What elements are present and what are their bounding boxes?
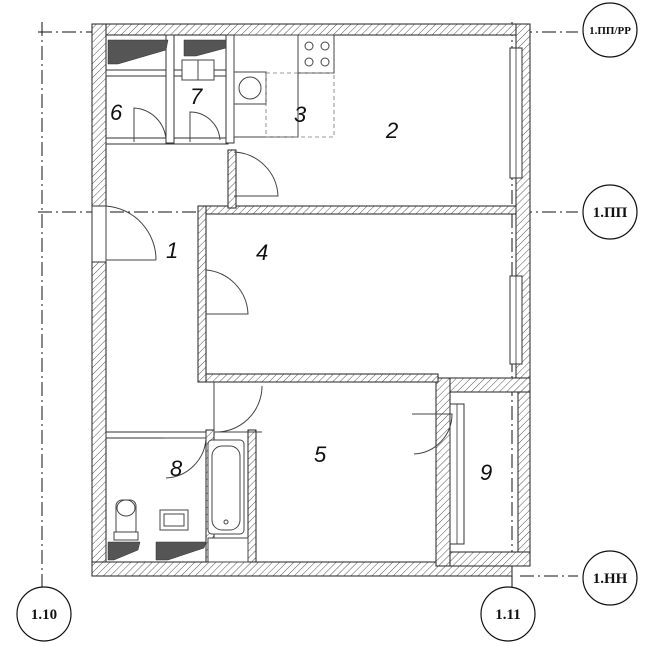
room-number: 5 — [314, 442, 327, 467]
entrance-door-swing — [105, 205, 157, 261]
shelf-mark-4 — [155, 541, 207, 561]
wall-left-lower — [91, 261, 107, 577]
axis-label-1-10: 1.10 — [31, 607, 57, 623]
room-number: 4 — [256, 240, 268, 265]
axis-label-1-11: 1.11 — [495, 607, 520, 623]
shelf-mark-2 — [183, 39, 227, 57]
wall-balcony-right — [517, 391, 531, 553]
shelf-marks — [107, 39, 227, 561]
room-number: 9 — [480, 460, 492, 485]
axis-label-nn: 1.НН — [593, 571, 628, 587]
drain-icon — [223, 519, 229, 525]
sink-icon — [238, 76, 262, 100]
shelf-mark-3 — [107, 541, 141, 561]
axis-bubble-1-11 — [480, 586, 536, 642]
wall-top — [91, 23, 531, 36]
wall-closet-right — [225, 34, 235, 144]
balcony-door — [412, 413, 453, 455]
stove — [297, 34, 335, 74]
kitchen-door — [233, 151, 279, 197]
room-number: 1 — [166, 238, 178, 263]
burner-icon — [304, 41, 314, 51]
windows — [91, 47, 523, 545]
axis-bubble-1-10 — [16, 586, 72, 642]
wall-left-upper — [91, 23, 107, 207]
axis-bubble-pp — [582, 184, 638, 240]
burner-icon — [320, 41, 330, 51]
closet7-fixtures — [181, 59, 215, 81]
wall-room4-top — [197, 205, 517, 215]
room-labels: 1 2 3 4 5 6 7 8 9 — [110, 84, 492, 485]
axis-bubble-pp-rr — [582, 2, 638, 58]
toilet-bowl — [116, 499, 136, 517]
kitchen-fixtures — [233, 34, 335, 138]
wall-balcony-bottom — [449, 551, 531, 567]
room5-door — [213, 382, 263, 433]
wall-room4-left — [197, 205, 207, 383]
room-number: 7 — [190, 84, 203, 109]
entrance-opening — [91, 205, 107, 263]
bath-ledge — [207, 537, 249, 563]
axis-bubbles: 1.10 1.11 1.ПП/РР 1.ПП 1.НН — [16, 2, 638, 642]
closet7-door — [189, 111, 221, 142]
wall-bath-right — [247, 429, 257, 563]
bathroom-fixtures — [113, 439, 249, 563]
wall-closet-divider — [165, 34, 175, 144]
wall-balcony-left — [435, 377, 451, 567]
room-number: 2 — [385, 118, 398, 143]
room-number: 8 — [170, 456, 183, 481]
room-number: 3 — [294, 102, 307, 127]
toilet-tank — [113, 531, 139, 541]
shelf-mark-1 — [107, 39, 169, 65]
washbasin-inner — [163, 513, 185, 527]
wall-kitchen-corridor — [227, 149, 237, 209]
closet6-door — [133, 107, 167, 142]
kitchen-zone-dashed — [265, 72, 335, 138]
axis-label-pp-rr: 1.ПП/РР — [589, 25, 631, 37]
axis-bubble-nn — [582, 550, 638, 606]
wall-closet6-shelf — [105, 69, 167, 77]
room-number: 6 — [110, 100, 123, 125]
wall-room4-bottom — [205, 373, 439, 383]
wall-bottom — [91, 561, 513, 577]
wall-wc-top — [105, 431, 207, 439]
doors — [105, 107, 453, 479]
axis-label-pp: 1.ПП — [593, 205, 628, 221]
wc-door — [164, 437, 207, 479]
room4-door — [205, 269, 249, 315]
burner-icon — [320, 57, 330, 67]
bathtub-inner — [211, 445, 241, 531]
burner-icon — [304, 57, 314, 67]
